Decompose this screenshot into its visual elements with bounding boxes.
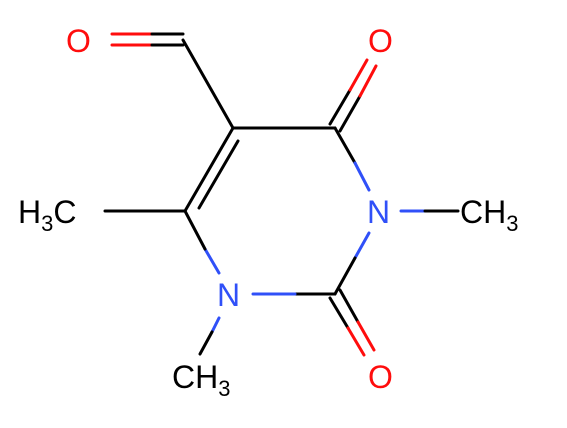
atom-nitrogen-n3: N (367, 194, 390, 230)
atom-ketone-oxygen-top: O (368, 23, 393, 59)
atom-ketone-oxygen-bottom: O (368, 359, 393, 395)
bond-cho-c5 (181, 38, 235, 130)
bond-n1-c6 (203, 247, 221, 275)
bond-c4-o-1 (328, 88, 352, 126)
bond-c4-n3b (353, 161, 371, 192)
bond-c2-o-1b (356, 320, 376, 352)
methyl-n1-label: CH3 (172, 359, 230, 401)
bond-c6-c5-1 (183, 126, 235, 213)
atom-labels: O O N N O H3C CH3 CH3 (18, 23, 518, 401)
bond-c2-o-2 (328, 296, 350, 330)
bond-n1-c6b (183, 209, 207, 251)
bond-n3-c2 (353, 231, 371, 260)
bond-c4-o-2b (358, 64, 378, 98)
methyl-c6-label: H3C (18, 194, 76, 236)
atom-aldehyde-oxygen: O (66, 23, 91, 59)
bond-c4-o-2 (338, 94, 362, 133)
bond-n1-meb (198, 330, 214, 356)
bond-n3-c2b (333, 256, 357, 296)
bond-c4-o-1b (348, 58, 369, 92)
bonds (103, 32, 460, 357)
bond-c2-o-1 (338, 288, 360, 324)
bond-n1-me (210, 316, 221, 334)
bond-c4-n3 (333, 126, 357, 165)
bond-c2-o-2b (346, 326, 366, 357)
bond-c6-c5-2 (197, 139, 240, 210)
methyl-n3-label: CH3 (460, 194, 518, 236)
atom-nitrogen-n1: N (217, 277, 240, 313)
